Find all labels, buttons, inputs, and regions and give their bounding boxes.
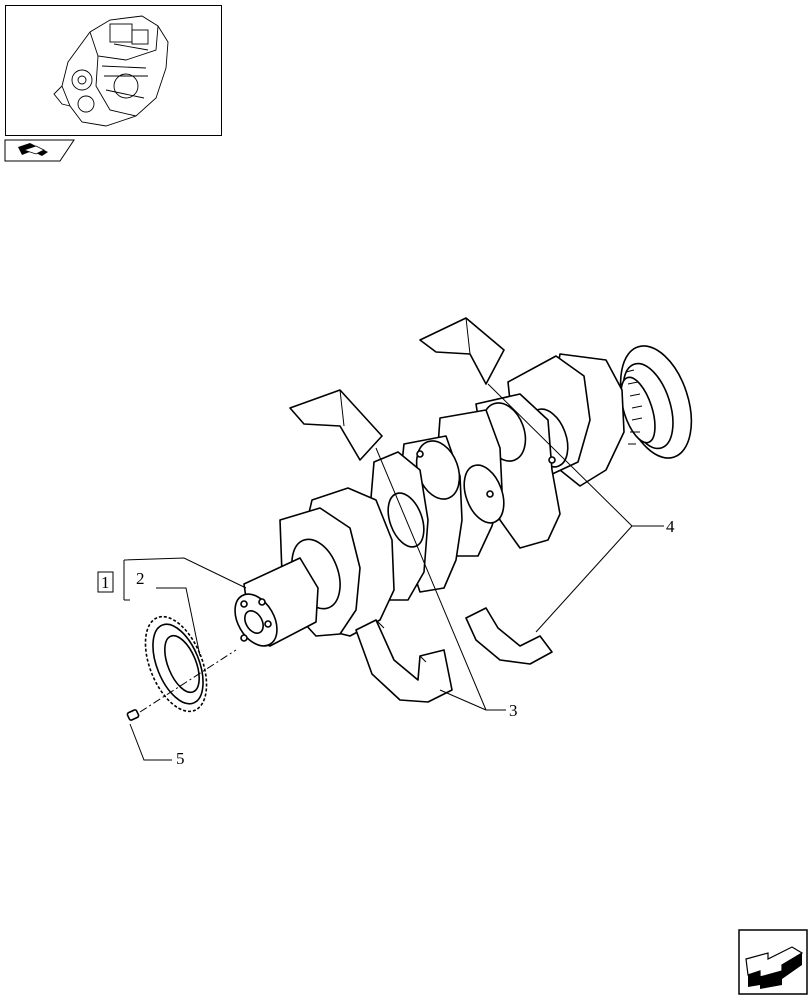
- book-arrow-icon: [4, 139, 75, 162]
- upper-bearing-shell-1: [419, 317, 505, 385]
- upper-bearing-shell-2: [289, 389, 383, 461]
- lower-bearing-shell-1: [355, 619, 453, 703]
- callout-4: 4: [666, 517, 675, 536]
- leader-lines: [123, 383, 664, 761]
- next-page-arrow-icon: [738, 929, 808, 995]
- callout-2: 2: [136, 569, 145, 588]
- dowel-pin: [126, 709, 140, 721]
- callout-1: 1: [101, 573, 110, 592]
- crankshaft: [234, 345, 693, 647]
- next-page-button[interactable]: [738, 929, 808, 995]
- engine-thumbnail: [5, 5, 222, 136]
- callout-5: 5: [176, 749, 185, 768]
- crank-gear: [144, 615, 208, 713]
- group-box-callout: 1: [97, 571, 114, 593]
- lower-bearing-shell-2: [465, 607, 553, 665]
- callout-3: 3: [509, 701, 518, 720]
- engine-thumbnail-icon: [53, 15, 169, 127]
